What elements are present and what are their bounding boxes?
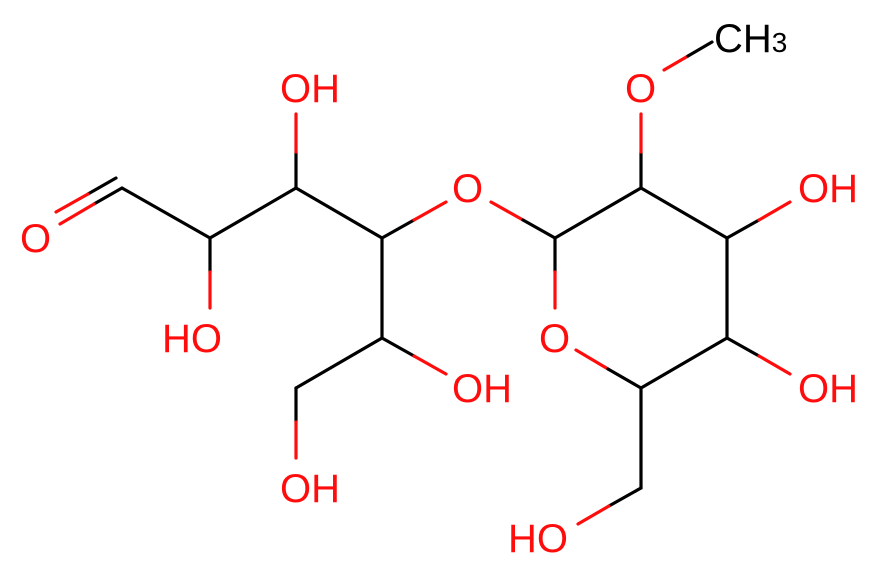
aldehyde-oxygen-label: O xyxy=(20,217,51,261)
bond-ome-ch3 xyxy=(686,40,714,58)
bond-c3-c4 xyxy=(294,186,384,240)
ring-ch2-hydroxyl-label: HO xyxy=(508,517,568,561)
bond-r4-oh-o xyxy=(757,354,792,376)
atom-labels: O HO OH O OH OH O O CH3 OH OH HO xyxy=(20,17,858,561)
bond-ch2-oh xyxy=(607,486,643,508)
bond-r3-oh xyxy=(725,218,761,240)
methyl-ch-label: CH xyxy=(714,17,772,61)
c5-hydroxyl-label: OH xyxy=(452,367,512,411)
bond-oglyco-r1 xyxy=(521,218,557,240)
bond-c5-oh-o xyxy=(412,354,448,376)
bond-r4-r5 xyxy=(639,336,729,390)
ring-oxygen-label: O xyxy=(539,317,570,361)
bond-c4-oglyco-o xyxy=(412,200,448,222)
c3-hydroxyl-label: OH xyxy=(280,67,340,111)
bond-r4-oh xyxy=(725,336,761,358)
bond-c5-oh xyxy=(380,336,416,358)
glycosidic-oxygen-label: O xyxy=(452,167,483,211)
bond-c1-o-double-a xyxy=(92,186,124,206)
bond-c4-oglyco xyxy=(380,218,416,240)
bond-c1-c2 xyxy=(120,186,212,240)
bond-ch2-oh-o xyxy=(576,504,611,526)
bond-c5-c6 xyxy=(294,336,384,390)
bond-c1-o-double-b-o xyxy=(54,192,90,214)
methoxy-oxygen-label: O xyxy=(625,67,656,111)
ring-c4-hydroxyl-label: OH xyxy=(798,367,858,411)
c2-hydroxyl-label: HO xyxy=(162,317,222,361)
bond-c1-o-double-a-o xyxy=(58,202,96,226)
bond-c2-c3 xyxy=(208,186,298,240)
bonds xyxy=(120,186,729,490)
methyl-subscript-label: 3 xyxy=(772,27,788,58)
ring-c3-hydroxyl-label: OH xyxy=(798,167,858,211)
c6-hydroxyl-label: OH xyxy=(280,467,340,511)
bond-oring-r5 xyxy=(606,367,643,390)
bond-r2-r3 xyxy=(639,186,729,240)
methyl-label: CH3 xyxy=(714,17,787,61)
bond-r1-r2 xyxy=(553,186,643,240)
bond-r3-oh-o xyxy=(757,200,792,222)
bond-oring-r5-o xyxy=(574,348,610,371)
bond-oglyco-r1-o xyxy=(489,200,525,222)
oxygen-bonds xyxy=(54,40,792,526)
bond-ome-ch3-o xyxy=(662,54,690,72)
bond-c1-o-double-b xyxy=(86,176,118,196)
